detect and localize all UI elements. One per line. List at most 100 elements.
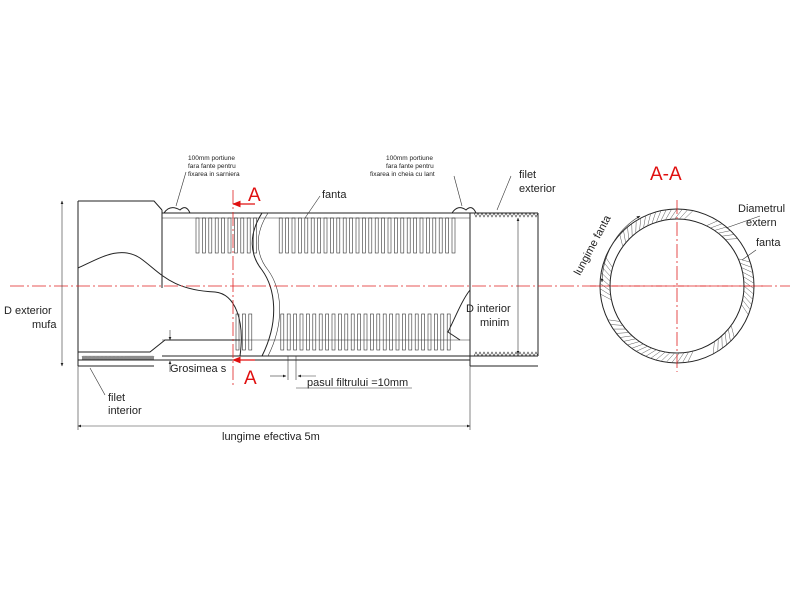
internal-thread: [81, 355, 155, 361]
slots-bottom-row: [235, 313, 451, 351]
slot: [370, 313, 374, 351]
hatch-line: [743, 285, 754, 295]
hatch-line: [741, 304, 749, 315]
hatch-line: [600, 293, 612, 301]
slot: [382, 313, 387, 351]
slot-section-label: fanta: [756, 237, 781, 249]
slot: [195, 217, 200, 254]
hatch-line: [743, 295, 752, 305]
slot: [278, 217, 283, 254]
ext-thread-label-2: exterior: [519, 183, 556, 195]
hatch-line: [665, 209, 672, 221]
slot: [357, 313, 361, 351]
hatch-line: [712, 341, 715, 355]
slot: [310, 217, 315, 254]
hatch-line: [627, 341, 640, 346]
slot: [394, 217, 398, 254]
hatch-line: [741, 267, 753, 273]
slot: [400, 217, 405, 254]
slot: [227, 217, 232, 254]
hatch-line: [640, 347, 653, 355]
slot: [331, 313, 336, 351]
hatch-line: [656, 210, 662, 223]
hatch-line: [742, 271, 754, 279]
internal-thread-lower: [81, 355, 155, 361]
outer-diameter-label-1: Diametrul: [738, 203, 785, 215]
hatch-line: [724, 332, 727, 346]
section-mark-top: A: [248, 185, 261, 206]
slot: [299, 313, 304, 351]
hatch-line: [619, 234, 624, 247]
slot: [208, 217, 213, 254]
hatch-line: [710, 223, 723, 229]
slot: [363, 313, 368, 351]
slot: [323, 217, 328, 254]
section-a-a-view: A-A Diametrul extern fanta lungime fanta: [572, 164, 785, 372]
slot: [312, 313, 317, 351]
slot: [408, 313, 413, 351]
slot: [432, 217, 437, 254]
slot: [387, 217, 392, 254]
slot: [248, 313, 253, 351]
hatch-line: [676, 352, 685, 364]
hatch-line: [679, 209, 688, 220]
slot: [344, 313, 349, 351]
hatch-line: [627, 226, 630, 240]
slot: [246, 217, 251, 254]
slot: [445, 217, 449, 254]
slot: [214, 217, 219, 254]
hatch-line: [706, 220, 718, 227]
hatch-line: [669, 208, 678, 220]
slot: [317, 217, 321, 254]
hatch-line: [610, 324, 623, 326]
slot: [421, 313, 425, 351]
leaders: [60, 171, 520, 430]
slot: [395, 313, 400, 351]
hatch-line: [714, 226, 727, 231]
slot: [286, 313, 291, 351]
slot: [338, 313, 342, 351]
right-bump: [451, 207, 477, 214]
hatch-line: [650, 350, 661, 359]
slot: [374, 217, 379, 254]
hatch-line: [639, 217, 642, 231]
outer-diameter-label-2: extern: [746, 217, 777, 229]
slot: [221, 217, 225, 254]
note-left-line-2: fara fante pentru: [188, 163, 236, 170]
slot: [446, 313, 451, 351]
hatch-line: [743, 281, 755, 289]
slot: [349, 217, 353, 254]
hatch-line: [728, 329, 731, 342]
int-thread-label-1: filet: [108, 392, 125, 404]
slot: [368, 217, 373, 254]
hatch-line: [607, 319, 621, 322]
slot: [438, 217, 443, 254]
slot-label: fanta: [322, 189, 347, 201]
slot: [330, 217, 334, 254]
slot: [291, 217, 296, 254]
d-ext-mufa-label-2: mufa: [32, 319, 57, 331]
slot: [298, 217, 302, 254]
slot: [434, 313, 438, 351]
slot: [304, 217, 309, 254]
external-thread-bottom: [473, 351, 539, 357]
slot: [426, 217, 430, 254]
hatch-line: [743, 290, 754, 300]
hatch-line: [636, 345, 648, 352]
slot: [240, 217, 245, 254]
section-mark-bottom: A: [244, 368, 257, 389]
pitch-label: pasul filtrului =10mm: [307, 377, 408, 389]
hatch-line: [599, 283, 611, 291]
pipe-side-view: [77, 200, 539, 367]
hatch-line: [645, 349, 657, 357]
slot: [376, 313, 381, 351]
hatch-line: [660, 352, 671, 362]
hatch-line: [599, 288, 611, 296]
slot: [202, 217, 206, 254]
slot: [242, 313, 246, 351]
note-right-line-2: fara fante pentru: [386, 163, 434, 170]
hatch-line: [682, 351, 689, 363]
int-thread-label-2: interior: [108, 405, 142, 417]
slot: [406, 217, 411, 254]
